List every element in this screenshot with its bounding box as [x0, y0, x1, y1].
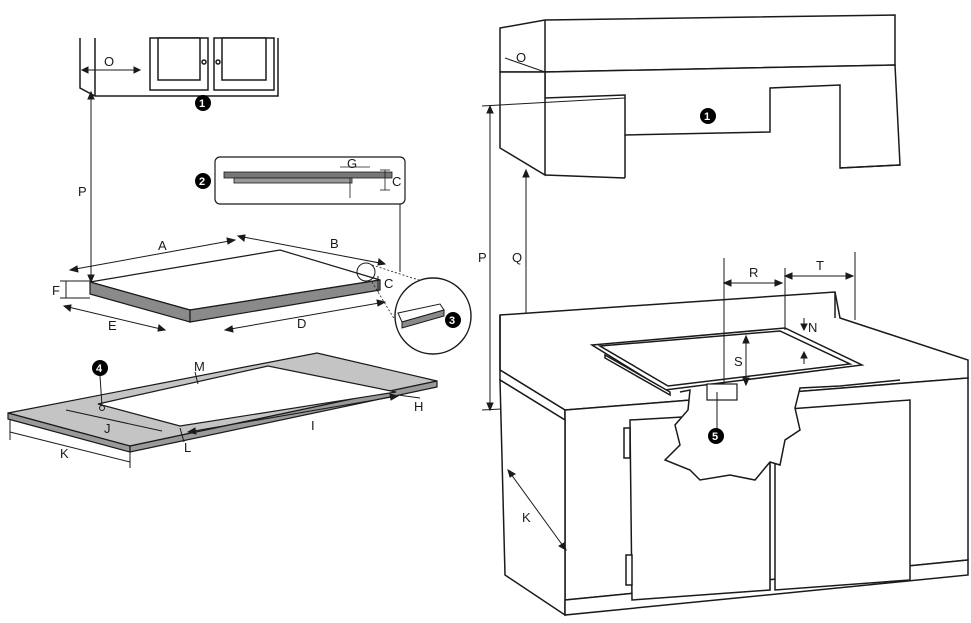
- magnifier-3: [371, 264, 472, 355]
- countertop-cutout: [7, 352, 438, 453]
- dimension-D: [223, 299, 387, 333]
- dim-label-G: G: [347, 156, 357, 171]
- dimension-P-left: [87, 90, 95, 284]
- dimension-B: [236, 234, 387, 266]
- callout-4-point: [99, 405, 105, 411]
- dim-label-O-right: O: [516, 50, 526, 65]
- dimension-A: [68, 237, 237, 273]
- dim-label-F: F: [52, 283, 60, 298]
- dimension-H: [397, 394, 421, 399]
- dim-label-P-right: P: [478, 250, 487, 265]
- callout-3-marker: [445, 312, 461, 328]
- dim-label-M: M: [194, 359, 205, 374]
- dim-label-N: N: [808, 320, 817, 335]
- dimension-T: [783, 252, 856, 330]
- dim-label-O-left: O: [104, 54, 114, 69]
- dimension-N: [800, 318, 808, 364]
- dim-label-D: D: [297, 316, 306, 331]
- dim-label-B: B: [330, 236, 339, 251]
- callout-5: 5: [712, 431, 718, 443]
- dimension-E: [62, 304, 167, 332]
- callout-1-right-marker: [700, 108, 716, 124]
- dim-label-K-right: K: [522, 510, 531, 525]
- dimension-K-left: [9, 420, 131, 468]
- dim-label-T: T: [816, 258, 824, 273]
- dim-label-A: A: [158, 238, 167, 253]
- dim-label-H: H: [414, 399, 423, 414]
- dimension-K-right: [507, 468, 567, 552]
- dimension-M: [194, 371, 199, 385]
- dimension-R: [722, 258, 784, 392]
- dimension-L: [179, 427, 185, 443]
- dimension-O-left: [80, 66, 142, 74]
- callout-2: 2: [199, 176, 205, 188]
- dim-label-R: R: [749, 265, 758, 280]
- callout-1-left: 1: [199, 98, 205, 110]
- dim-label-S: S: [734, 354, 743, 369]
- dim-label-J: J: [104, 421, 111, 436]
- dimension-I: [186, 393, 400, 435]
- callout-4-marker: [92, 360, 108, 376]
- dimension-F: [60, 280, 90, 299]
- callout-1-right: 1: [704, 111, 710, 123]
- dim-label-K-left: K: [60, 446, 69, 461]
- callout-2-marker: [195, 173, 211, 189]
- dimension-O-right: [504, 57, 546, 73]
- dim-label-P-left: P: [78, 184, 87, 199]
- callout-3: 3: [449, 315, 455, 327]
- counter-cutout-right: [589, 327, 865, 397]
- range-hood: [499, 14, 901, 179]
- dim-label-Q: Q: [512, 250, 522, 265]
- cabinet-torn-opening: [663, 379, 901, 481]
- callout-4-leader: [99, 375, 103, 407]
- callout-1-left-marker: [195, 95, 211, 111]
- junction-box: [706, 383, 738, 401]
- cooktop: [89, 249, 381, 323]
- callout-5-marker: [708, 428, 724, 444]
- dim-label-E: E: [108, 318, 117, 333]
- callout-4: 4: [96, 363, 103, 375]
- dim-label-I: I: [311, 418, 315, 433]
- detail-circle: [356, 262, 376, 282]
- detail-box-2: [214, 156, 406, 205]
- dimension-S: [742, 334, 750, 387]
- dimension-J: [65, 409, 163, 432]
- dim-label-C-side: C: [384, 276, 393, 291]
- dim-label-L: L: [184, 440, 191, 455]
- dim-label-C-detail: C: [392, 174, 401, 189]
- wall-cabinet-left: [79, 37, 279, 97]
